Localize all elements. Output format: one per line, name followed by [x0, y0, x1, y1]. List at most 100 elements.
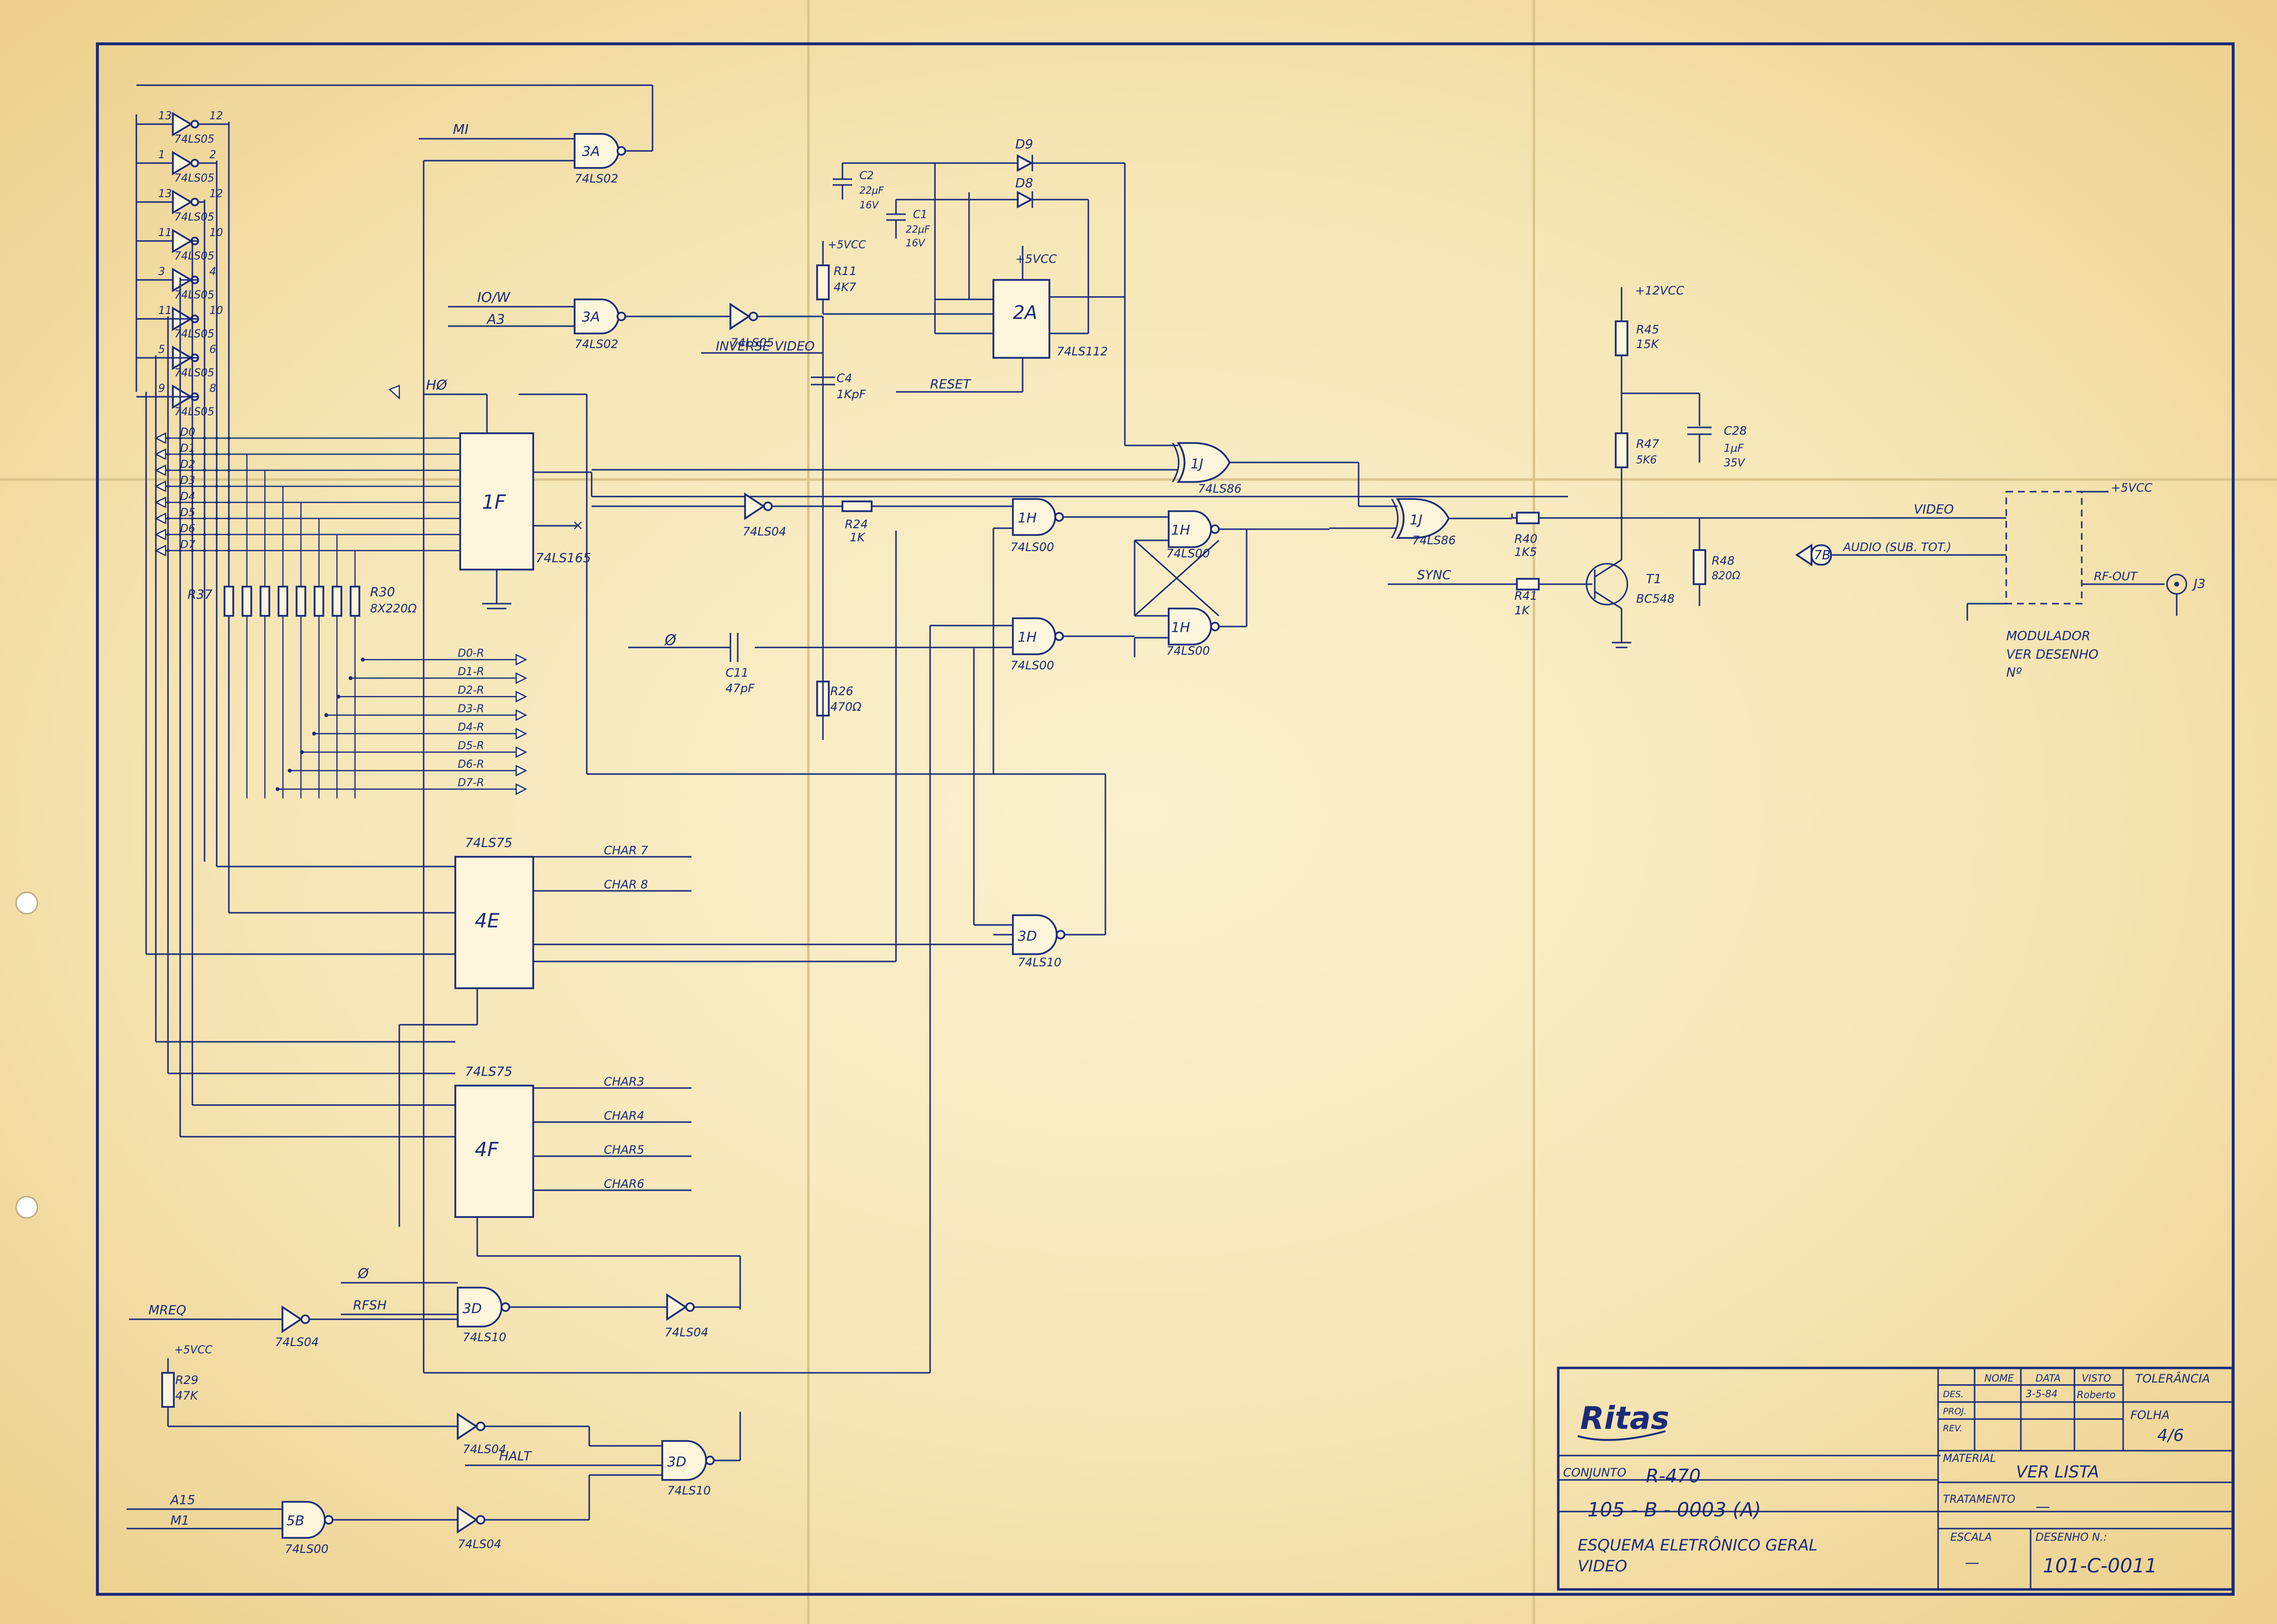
inverter-input-pin: 9	[158, 383, 165, 395]
c2-voltage: 16V	[859, 199, 879, 211]
r40-label: R40	[1514, 532, 1537, 546]
inverter-output-pin: 8	[209, 383, 216, 395]
r24-label: R24	[845, 517, 868, 531]
gate-3a-mid-part: 74LS02	[575, 337, 618, 351]
row-des: DES.	[1943, 1389, 1963, 1400]
nand-3d-right-part: 74LS10	[1018, 956, 1062, 969]
data-input-label: D3	[180, 475, 195, 487]
a15-signal: A15	[169, 1493, 195, 1508]
conjunto-value: R-470	[1646, 1465, 1701, 1487]
inv-74ls05-mid-part: 74LS05	[730, 336, 774, 350]
r47-value: 5K6	[1636, 454, 1657, 466]
char3-signal: CHAR3	[604, 1075, 644, 1089]
nand-1h-d-part: 74LS00	[1010, 659, 1054, 672]
r26-value: 470Ω	[830, 700, 862, 714]
inv-74ls04-mid-part: 74LS04	[743, 525, 786, 538]
inverter-part: 74LS05	[174, 328, 214, 340]
inverse-video-signal: INVERSE VIDEO	[716, 339, 815, 354]
r11-vcc: +5VCC	[828, 239, 866, 251]
ic-2a	[992, 279, 1050, 359]
row-proj: PROJ.	[1943, 1406, 1967, 1417]
resistor-pack-element	[296, 586, 306, 617]
nand-1h-b-label: 1H	[1171, 522, 1190, 538]
data-r-output-label: D3-R	[458, 703, 484, 715]
r30-label: R30	[370, 585, 395, 600]
resistor-pack-element	[260, 586, 270, 617]
xor-1j-bottom	[1396, 498, 1450, 539]
nand-1h-a-part: 74LS00	[1010, 540, 1054, 554]
nand-1h-c-label: 1H	[1171, 619, 1190, 635]
inv-74ls04-bl-part: 74LS04	[665, 1326, 709, 1339]
ic-2a-vcc: +5VCC	[1015, 252, 1057, 266]
punch-hole-top	[15, 891, 38, 915]
title-line-2: VIDEO	[1578, 1557, 1627, 1575]
tratamento-value: —	[2035, 1498, 2050, 1515]
ic-4e-label: 4E	[475, 910, 500, 932]
inverter-input-pin: 5	[158, 344, 165, 356]
audio-connector-label: 7B	[1814, 548, 1830, 563]
nand-3d-bottom-label: 3D	[667, 1454, 686, 1470]
conjunto-label: CONJUNTO	[1563, 1466, 1626, 1479]
inverter-part: 74LS05	[174, 367, 214, 379]
audio-label: AUDIO (SUB. TOT.)	[1842, 540, 1951, 554]
nand-3d-bottom-part: 74LS10	[667, 1484, 711, 1497]
inverter-output-pin: 2	[209, 149, 216, 161]
folha-value: 4/6	[2157, 1426, 2184, 1445]
inverter-part: 74LS05	[174, 289, 214, 301]
modulador-note-1: MODULADOR	[2006, 629, 2090, 644]
c2-label: C2	[859, 170, 874, 182]
nand-3d-left-part: 74LS10	[463, 1330, 506, 1344]
inverter-74ls05	[172, 228, 193, 254]
ic-1f-label: 1F	[482, 491, 506, 514]
inverter-output-pin: 4	[209, 266, 216, 278]
inverter-part: 74LS05	[174, 211, 214, 223]
c1-value: 22µF	[906, 223, 930, 235]
char8-signal: CHAR 8	[604, 878, 648, 891]
char5-signal: CHAR5	[604, 1143, 644, 1157]
char6-signal: CHAR6	[604, 1177, 644, 1191]
escala-label: ESCALA	[1950, 1532, 1992, 1544]
c4-value: 1KpF	[837, 388, 866, 401]
d8-label: D8	[1015, 176, 1033, 191]
a3-signal: A3	[486, 311, 505, 327]
rf-out-label: RF-OUT	[2094, 570, 2138, 583]
resistor-pack-element	[278, 586, 288, 617]
c1-label: C1	[913, 209, 927, 221]
nand-3d-right-label: 3D	[1018, 928, 1037, 944]
inverter-input-pin: 11	[158, 227, 172, 239]
resistor-pack-element	[242, 586, 252, 617]
xor-1j-top-label: 1J	[1191, 456, 1203, 472]
material-label: MATERIAL	[1943, 1453, 1996, 1465]
h-phi-signal: HØ	[426, 377, 448, 393]
xor-1j-top	[1176, 442, 1231, 483]
data-r-output-label: D6-R	[458, 758, 484, 771]
data-input-label: D6	[180, 523, 195, 535]
nand-3d-left-label: 3D	[463, 1300, 482, 1316]
ritas-logo: Ritas	[1580, 1401, 1669, 1437]
sync-signal: SYNC	[1417, 568, 1452, 583]
r48-label: R48	[1712, 554, 1735, 568]
nand-5b-part: 74LS00	[285, 1542, 329, 1556]
c28-label: C28	[1724, 424, 1747, 438]
r45-vcc: +12VCC	[1635, 284, 1684, 297]
ic-4e-part: 74LS75	[465, 836, 512, 850]
gate-3a-top-part: 74LS02	[575, 172, 618, 185]
c4-label: C4	[837, 371, 852, 385]
mreq-signal: MREQ	[149, 1303, 186, 1318]
desenho-value: 101-C-0011	[2043, 1555, 2157, 1577]
r30-value: 8X220Ω	[370, 602, 417, 615]
ic-4f	[454, 1085, 534, 1218]
inverter-input-pin: 11	[158, 305, 172, 317]
ic-4f-part: 74LS75	[465, 1065, 512, 1079]
c28-value: 1µF	[1724, 443, 1744, 455]
data-r-output-label: D0-R	[458, 647, 484, 660]
r48-value: 820Ω	[1712, 570, 1740, 582]
inv-74ls04-mreq-part: 74LS04	[275, 1335, 319, 1349]
inverter-input-pin: 13	[158, 110, 172, 122]
escala-value: —	[1965, 1554, 1979, 1571]
r11-value: 4K7	[834, 280, 857, 294]
xor-1j-top-part: 74LS86	[1198, 482, 1242, 496]
x-mark: ×	[572, 517, 583, 533]
des-date: 3-5-84	[2026, 1388, 2057, 1400]
